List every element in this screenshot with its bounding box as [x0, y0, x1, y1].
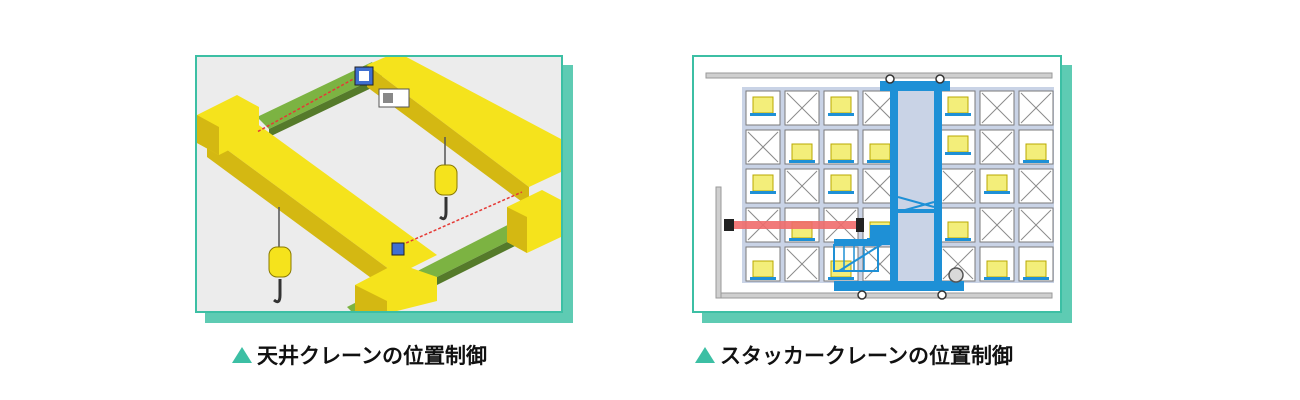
sensor-back-face: [359, 71, 369, 81]
shelf-pallet: [828, 277, 854, 280]
sensor-front: [391, 242, 405, 256]
base-wheel-left: [857, 290, 867, 300]
top-rail: [705, 72, 1053, 79]
panel-frame: [195, 55, 563, 313]
beam-front-side: [207, 135, 397, 297]
triangle-up-icon: [695, 347, 715, 363]
caption-text: 天井クレーンの位置制御: [257, 344, 487, 368]
shelf-pallet: [1023, 160, 1049, 163]
hook-block-left: [268, 246, 292, 278]
overhead-crane-illustration: [197, 57, 561, 311]
carriage-arm: [870, 225, 890, 245]
crane-mast-right: [934, 85, 942, 291]
laser-line-back: [256, 76, 358, 133]
caption-stacker-crane: スタッカークレーンの位置制御: [695, 340, 1013, 370]
beam-front-top: [207, 115, 437, 275]
shelf-pallet: [945, 113, 971, 116]
carriage-platform: [834, 239, 884, 245]
laser-emitter: [724, 219, 734, 231]
beam-end-bottom-side: [355, 285, 387, 311]
empty-cell-cross: [786, 92, 818, 124]
caption-text: スタッカークレーンの位置制御: [720, 344, 1013, 368]
crane-mast-left: [890, 85, 898, 291]
empty-cell-cross: [981, 131, 1013, 163]
stored-box: [791, 143, 813, 161]
shelf-pallet: [828, 160, 854, 163]
shelf-pallet: [750, 191, 776, 194]
shelf-pallet: [1023, 277, 1049, 280]
rail-back: [257, 62, 382, 129]
base-wheel-right: [937, 290, 947, 300]
rack-cells: [745, 90, 1054, 282]
empty-cell-cross: [786, 170, 818, 202]
beam-end-right-side: [507, 207, 527, 253]
top-wheel-right: [935, 74, 945, 84]
beam-end-left-side: [197, 115, 219, 155]
empty-cell-cross: [747, 131, 779, 163]
shelf-pallet: [789, 160, 815, 163]
stored-box: [947, 221, 969, 239]
left-post: [715, 186, 722, 299]
stored-box: [986, 174, 1008, 192]
empty-cell-cross: [1020, 170, 1052, 202]
stored-box: [830, 174, 852, 192]
empty-cell-cross: [942, 170, 974, 202]
stored-box: [830, 143, 852, 161]
shelf-pallet: [945, 152, 971, 155]
shelf-pallet: [984, 277, 1010, 280]
carriage-diagonal: [838, 238, 891, 272]
shelf-pallet: [828, 113, 854, 116]
control-box-screen: [383, 93, 393, 103]
beam-back-top: [367, 57, 561, 187]
shelf-pallet: [867, 160, 893, 163]
crane-base: [834, 281, 964, 291]
laser-receiver: [856, 218, 864, 232]
stored-box: [1025, 143, 1047, 161]
shelf-pallet: [945, 238, 971, 241]
stored-box: [752, 96, 774, 114]
shelf-pallet: [789, 238, 815, 241]
crane-top-beam: [880, 81, 950, 91]
stored-box: [1025, 260, 1047, 278]
hook-right: [439, 197, 448, 221]
rail-back-shade: [269, 75, 382, 137]
shelf-pallet: [828, 191, 854, 194]
stored-box: [947, 135, 969, 153]
empty-cell-cross: [981, 209, 1013, 241]
stored-box: [986, 260, 1008, 278]
carriage-cage: [833, 244, 879, 272]
panel-frame: [692, 55, 1062, 313]
caption-overhead-crane: 天井クレーンの位置制御: [232, 340, 487, 370]
stored-box: [869, 143, 891, 161]
drive-motor: [948, 267, 964, 283]
hook-block-right: [434, 164, 458, 196]
empty-cell-cross: [981, 92, 1013, 124]
overhead-crane-panel: [195, 55, 575, 323]
shelf-pallet: [750, 277, 776, 280]
floor-rail: [719, 292, 1053, 299]
stored-box: [752, 260, 774, 278]
stacker-crane-illustration: [705, 72, 1054, 300]
mast-brace-1: [897, 196, 935, 208]
stored-box: [830, 96, 852, 114]
mast-crossbar: [894, 209, 938, 213]
empty-cell-cross: [786, 248, 818, 280]
triangle-up-icon: [232, 347, 252, 363]
laser-line-front: [396, 191, 523, 248]
top-wheel-left: [885, 74, 895, 84]
hook-left: [273, 279, 282, 304]
stored-box: [752, 174, 774, 192]
stored-box: [947, 96, 969, 114]
shelf-pallet: [750, 113, 776, 116]
shelf-pallet: [984, 191, 1010, 194]
empty-cell-cross: [942, 248, 974, 280]
empty-cell-cross: [1020, 92, 1052, 124]
stacker-crane-panel: [692, 55, 1074, 323]
laser-beam: [734, 221, 858, 229]
empty-cell-cross: [1020, 209, 1052, 241]
